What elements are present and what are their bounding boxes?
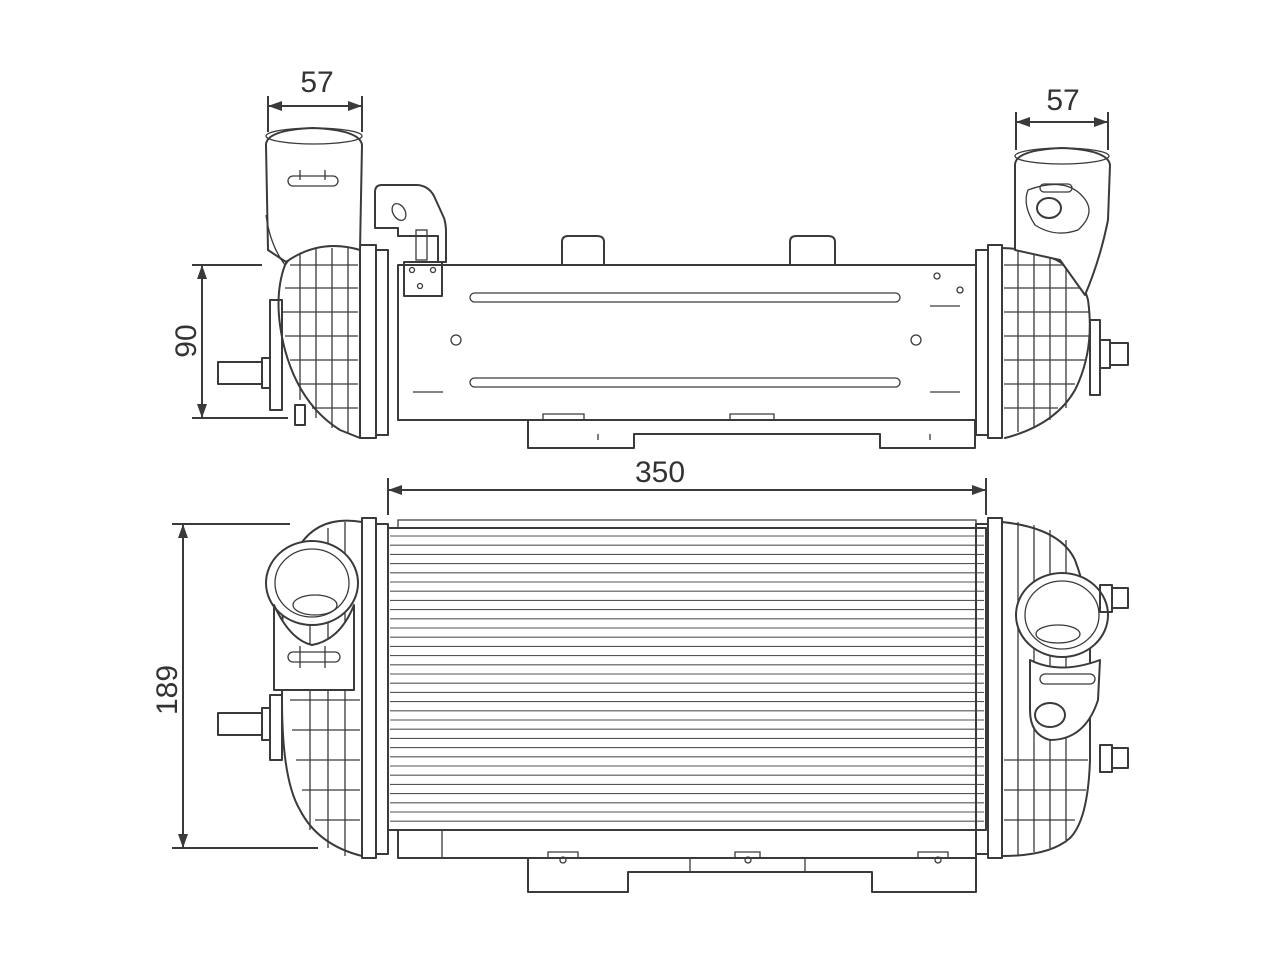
top-view <box>217 127 1129 449</box>
top-left-width-label: 57 <box>300 66 333 99</box>
dimension-top-height: 90 <box>170 264 288 419</box>
front-height-label: 189 <box>151 665 184 715</box>
front-view <box>217 517 1129 893</box>
dimension-top-left-width: 57 <box>267 66 363 132</box>
top-right-width-label: 57 <box>1046 84 1079 117</box>
dimension-top-right-width: 57 <box>1015 84 1109 150</box>
length-label: 350 <box>635 456 685 489</box>
dimension-front-height: 189 <box>151 523 318 849</box>
core-fins <box>390 535 984 822</box>
top-height-label: 90 <box>170 324 203 357</box>
dimension-length: 350 <box>387 456 987 515</box>
